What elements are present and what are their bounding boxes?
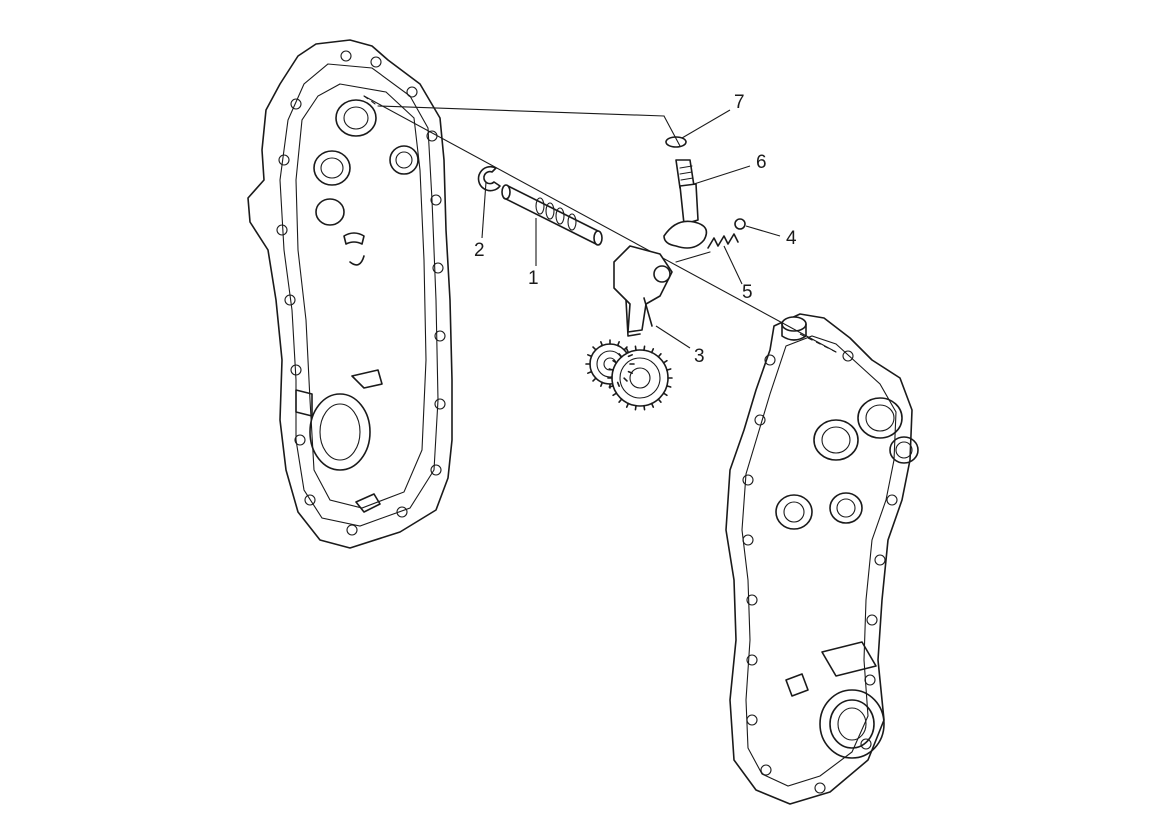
- snap-ring: [477, 165, 501, 192]
- shift-shaft: [501, 184, 603, 246]
- shift-fork: [613, 245, 673, 337]
- left-housing-cover: [247, 39, 453, 549]
- plug-screw: [663, 159, 708, 249]
- gear-pair: [585, 339, 673, 411]
- gear-teeth: [585, 339, 673, 411]
- o-ring: [665, 136, 687, 148]
- alignment-lines: [363, 95, 837, 353]
- callout-4: 4: [786, 228, 797, 249]
- callout-leaders: [481, 109, 781, 349]
- callout-7: 7: [734, 92, 745, 113]
- right-housing-bolt-holes: [742, 350, 898, 794]
- gear-large: [611, 349, 669, 407]
- detent-ball: [734, 218, 746, 230]
- right-housing-top-stud: [781, 316, 807, 341]
- right-housing-bores: [775, 397, 919, 759]
- callout-5: 5: [742, 282, 753, 303]
- left-cover-bores: [295, 99, 419, 513]
- callout-3: 3: [694, 346, 705, 367]
- right-housing: [725, 313, 919, 805]
- left-cover-bolt-holes: [276, 50, 446, 536]
- callout-6: 6: [756, 152, 767, 173]
- detent-spring: [707, 233, 739, 249]
- callout-2: 2: [474, 240, 485, 261]
- callout-1: 1: [528, 268, 539, 289]
- callout-labels: 1 2 3 4 5 6 7: [474, 92, 797, 367]
